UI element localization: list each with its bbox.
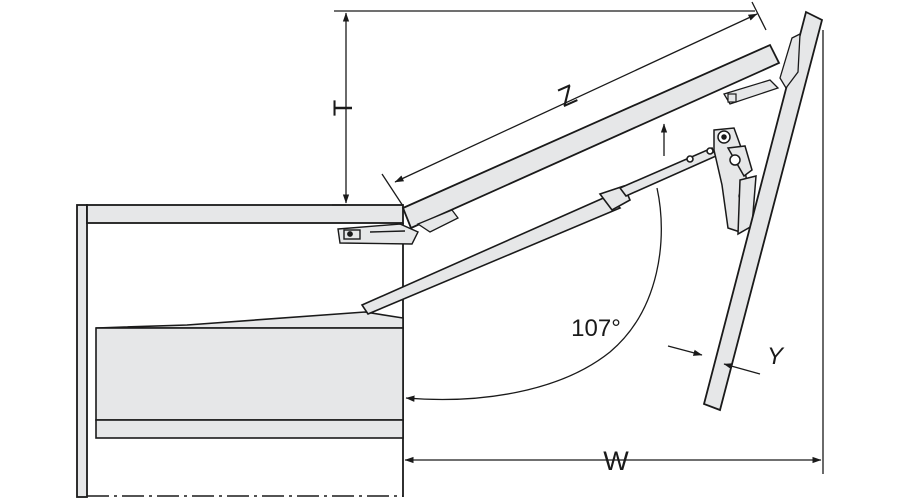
angle-label: 107° (571, 315, 621, 342)
cabinet-hinge (337, 223, 419, 245)
t-label: T (328, 100, 358, 117)
drawer-box (95, 311, 404, 439)
lift-mechanism (713, 127, 757, 236)
z-label: Z (554, 79, 581, 113)
front-door-panel (702, 10, 824, 412)
cabinet-side-panel (76, 204, 88, 498)
cabinet-top-panel (86, 204, 404, 224)
z-dimension-line (394, 13, 758, 183)
strut-lower-rod (360, 195, 622, 315)
y-label: Y (767, 343, 785, 370)
angle-arc (405, 187, 662, 402)
w-label: W (603, 446, 629, 476)
dimension-w (404, 30, 824, 474)
drawer-front (95, 327, 404, 421)
dimension-y (667, 345, 761, 375)
drawer-bottom-strip (95, 419, 404, 439)
door-panel (702, 10, 824, 412)
strut-upper-rod (618, 146, 718, 197)
dimension-z (381, 1, 767, 207)
drawer-top-face (95, 311, 404, 329)
dimension-t (332, 10, 755, 206)
